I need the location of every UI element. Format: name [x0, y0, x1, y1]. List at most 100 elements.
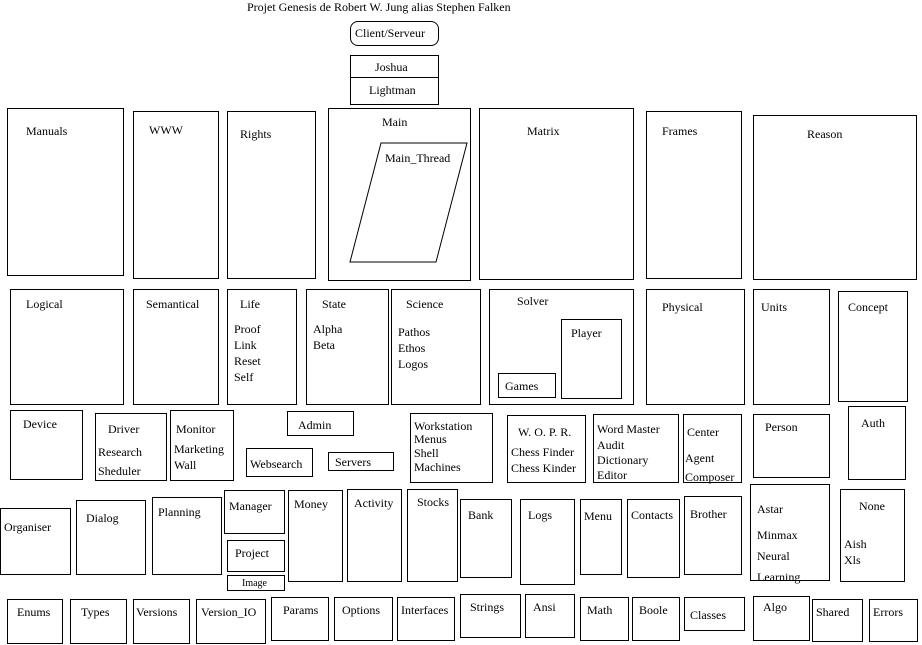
contacts-label: Contacts — [631, 508, 673, 522]
stocks-label: Stocks — [417, 495, 450, 509]
logical-box: Logical — [10, 289, 124, 405]
boole-box: Boole — [632, 597, 680, 641]
units-label: Units — [761, 300, 788, 314]
joshua-label: Joshua — [375, 60, 408, 74]
wopr-item: Chess Finder — [511, 445, 574, 459]
center-label: Center — [687, 425, 719, 439]
frames-label: Frames — [662, 124, 698, 138]
bank-box: Bank — [460, 499, 512, 578]
player-box: Player — [561, 319, 622, 399]
ansi-label: Ansi — [533, 600, 556, 614]
semantical-label: Semantical — [146, 297, 200, 311]
astar-label: Astar — [757, 502, 783, 516]
none-label: None — [859, 499, 885, 513]
brother-label: Brother — [690, 507, 727, 521]
shared-label: Shared — [816, 605, 850, 619]
logs-box: Logs — [520, 499, 575, 585]
state-item: Alpha — [313, 322, 343, 336]
monitor-item: Wall — [174, 458, 197, 472]
enums-box: Enums — [7, 599, 63, 644]
logs-label: Logs — [528, 508, 552, 522]
main-box: Main — [328, 108, 471, 281]
www-label: WWW — [149, 123, 183, 137]
astar-item: Minmax — [757, 528, 798, 542]
brother-box: Brother — [684, 496, 742, 575]
center-item: Agent — [685, 451, 715, 465]
physical-box: Physical — [646, 289, 745, 405]
life-item: Proof — [234, 322, 261, 336]
bank-label: Bank — [468, 508, 494, 522]
driver-label: Driver — [108, 422, 140, 436]
errors-label: Errors — [873, 605, 903, 619]
word-master-item: Editor — [597, 468, 627, 482]
money-box: Money — [288, 490, 343, 582]
contacts-box: Contacts — [627, 499, 680, 578]
planning-label: Planning — [158, 505, 201, 519]
monitor-label: Monitor — [176, 422, 216, 436]
life-label: Life — [240, 297, 260, 311]
algo-box: Algo — [753, 596, 810, 641]
classes-box: Classes — [684, 597, 745, 631]
money-label: Money — [294, 497, 328, 511]
main-label: Main — [382, 115, 408, 129]
admin-box: Admin — [287, 411, 354, 436]
dialog-box: Dialog — [76, 500, 146, 575]
organiser-label: Organiser — [4, 520, 52, 534]
admin-label: Admin — [298, 418, 332, 432]
workstation-item: Menus — [414, 432, 447, 446]
solver-label: Solver — [517, 294, 549, 308]
math-box: Math — [580, 597, 629, 641]
frames-box: Frames — [646, 111, 742, 279]
none-item: Aish — [844, 537, 867, 551]
player-label: Player — [571, 326, 602, 340]
manager-box: Manager — [224, 490, 285, 534]
joshua-lightman-box: Joshua Lightman — [350, 55, 439, 105]
person-label: Person — [765, 420, 798, 434]
workstation-item: Shell — [414, 446, 439, 460]
planning-box: Planning — [152, 497, 222, 575]
activity-box: Activity — [347, 489, 402, 582]
types-box: Types — [70, 599, 127, 644]
life-item: Self — [234, 370, 254, 384]
types-label: Types — [81, 605, 110, 619]
servers-box: Servers — [328, 452, 394, 471]
manager-label: Manager — [229, 499, 272, 513]
interfaces-label: Interfaces — [401, 603, 449, 617]
science-item: Logos — [398, 357, 428, 371]
life-item: Link — [234, 338, 257, 352]
lightman-label: Lightman — [369, 83, 416, 97]
astar-item: Learning — [757, 570, 801, 584]
websearch-box: Websearch — [246, 448, 313, 477]
errors-box: Errors — [869, 599, 918, 642]
games-label: Games — [505, 379, 539, 393]
organiser-box: Organiser — [0, 508, 71, 575]
matrix-box: Matrix — [479, 108, 634, 280]
center-item: Composer — [685, 470, 735, 484]
driver-item: Sheduler — [98, 464, 141, 478]
reason-box: Reason — [753, 115, 917, 280]
manuals-box: Manuals — [7, 108, 124, 276]
rights-box: Rights — [227, 111, 316, 279]
word-master-item: Audit — [597, 438, 625, 452]
project-label: Project — [235, 546, 269, 560]
params-label: Params — [283, 603, 319, 617]
word-master-label: Word Master — [597, 422, 660, 436]
matrix-label: Matrix — [527, 124, 560, 138]
science-label: Science — [406, 297, 444, 311]
